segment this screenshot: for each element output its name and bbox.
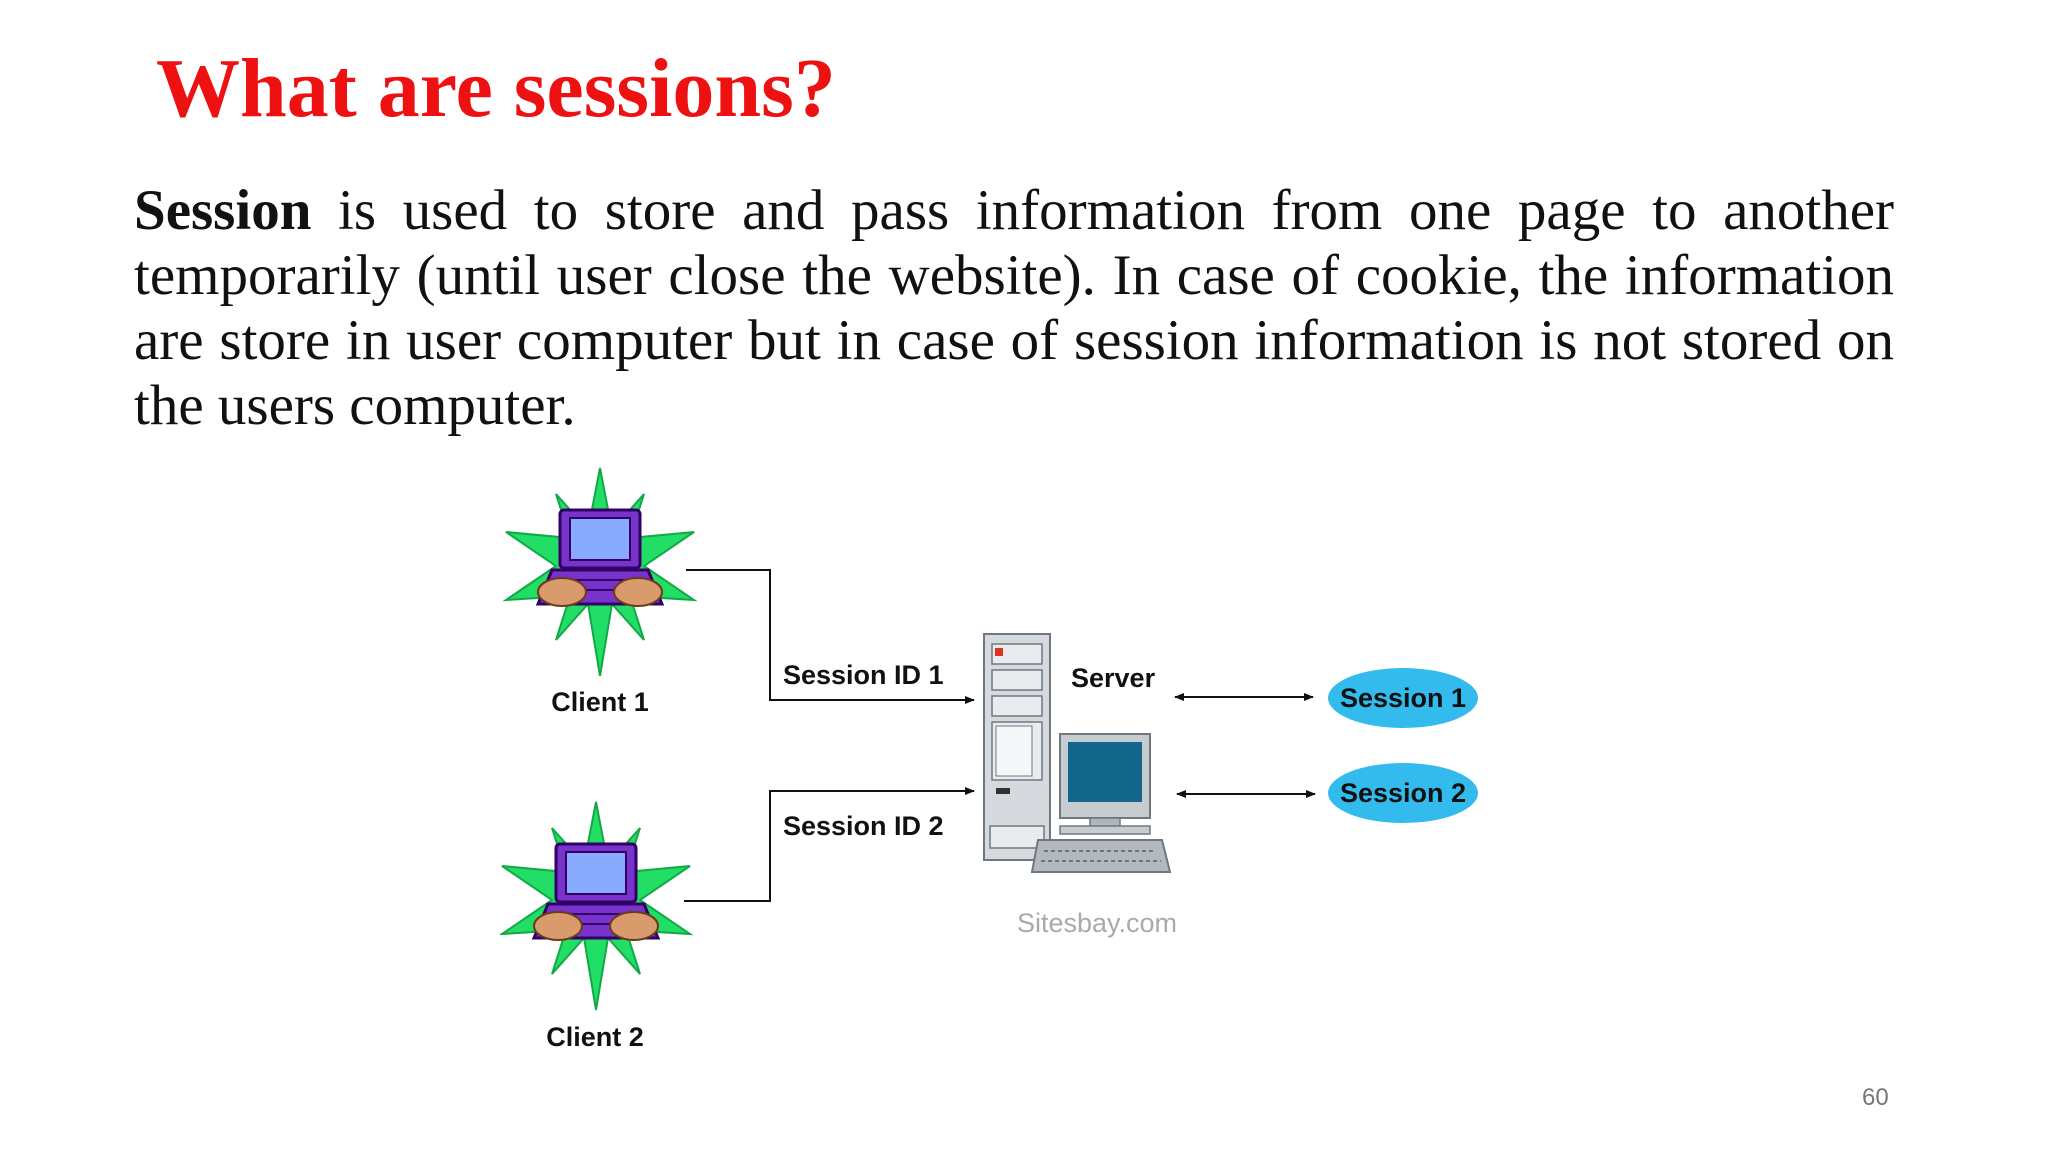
slide-body-text: Session is used to store and pass inform…	[134, 178, 1894, 438]
session-1-label: Session 1	[1340, 683, 1466, 713]
session-id-1-label: Session ID 1	[783, 660, 944, 690]
session-2-node: Session 2	[1328, 763, 1478, 823]
server-monitor-icon	[1059, 733, 1151, 835]
client-2-label: Client 2	[546, 1022, 644, 1052]
session-id-1-connector	[686, 569, 975, 704]
body-bold-term: Session	[134, 179, 312, 242]
session-2-label: Session 2	[1340, 778, 1466, 808]
client-laptop-icon	[504, 466, 696, 678]
session-1-node: Session 1	[1328, 668, 1478, 728]
watermark: Sitesbay.com	[1017, 908, 1177, 938]
server-tower-icon	[983, 633, 1051, 861]
client-1: Client 1	[504, 466, 696, 717]
body-text-rest: is used to store and pass information fr…	[134, 179, 1894, 437]
session-id-2-connector	[684, 787, 975, 902]
page-number: 60	[1862, 1084, 1889, 1111]
client-1-label: Client 1	[551, 687, 649, 717]
slide-title: What are sessions?	[156, 42, 836, 135]
server-label: Server	[1071, 663, 1156, 693]
session-id-2-label: Session ID 2	[783, 811, 944, 841]
client-2: Client 2	[500, 800, 692, 1052]
session-diagram: Client 1 Client 2 Session ID 1 Session I…	[500, 466, 1478, 1052]
client-laptop-icon	[500, 800, 692, 1012]
keyboard-icon	[1030, 839, 1172, 873]
